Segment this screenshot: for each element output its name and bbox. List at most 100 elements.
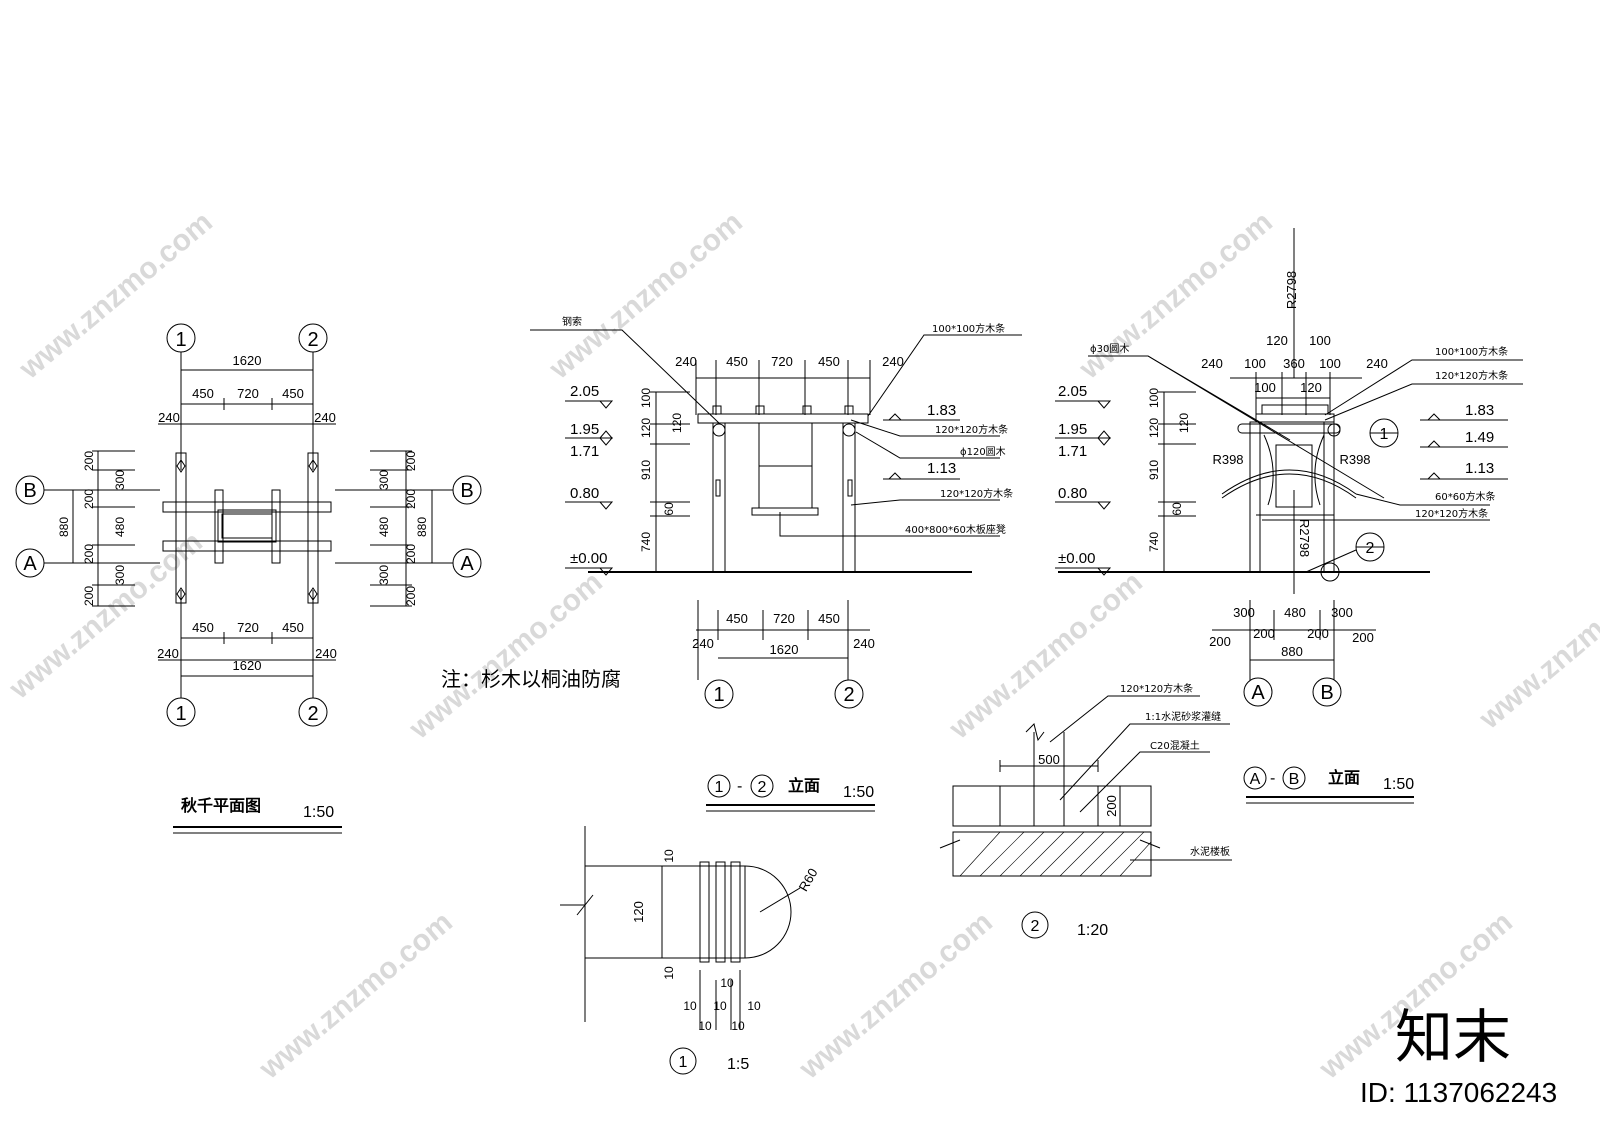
dim-text: 100 <box>1254 380 1276 395</box>
axis-label: 2 <box>307 329 318 351</box>
axis-marker-1 <box>704 679 734 709</box>
plan-view: 1 2 1 2 B A B A 1620 450 720 450 240 240… <box>15 323 482 834</box>
note-text: 注：杉木以桐油防腐 <box>441 667 621 691</box>
dim-text: 450 <box>282 386 304 401</box>
axis-label: A <box>460 553 474 575</box>
dim-text: 450 <box>818 354 840 369</box>
dim-text: 910 <box>639 460 653 480</box>
dim-text: 240 <box>692 636 714 651</box>
dim-text: 1620 <box>233 658 262 673</box>
dim-text: 240 <box>853 636 875 651</box>
dim-text: 300 <box>1233 605 1255 620</box>
watermark-text: www.znzmo.com <box>253 905 459 1086</box>
watermark-text: www.znzmo.com <box>1473 555 1600 736</box>
dim-text: 10 <box>662 966 676 980</box>
dim-text: 120 <box>1177 413 1191 433</box>
dim-text: 500 <box>1038 752 1060 767</box>
radius-text: R2798 <box>1284 271 1299 309</box>
level-text: 1.83 <box>1465 402 1494 419</box>
dim-text: 120 <box>631 901 646 923</box>
axis-label: B <box>23 480 36 502</box>
dim-text: 120 <box>1147 418 1161 438</box>
radius-text: R398 <box>1339 452 1370 467</box>
radius-text: R60 <box>796 866 821 894</box>
watermark-brand: 知末 <box>1395 1003 1511 1071</box>
dim-text: 720 <box>237 620 259 635</box>
callout-label: 120*120方木条 <box>1415 507 1488 520</box>
dim-text: 480 <box>113 517 127 537</box>
dim-text: 1620 <box>770 642 799 657</box>
watermark-id: ID: 1137062243 <box>1360 1077 1557 1108</box>
dim-text: 200 <box>404 586 418 606</box>
dim-text: 740 <box>1147 532 1161 552</box>
dim-text: 100 <box>1147 388 1161 408</box>
callout-label: 100*100方木条 <box>932 322 1005 335</box>
axis-label: 1 <box>713 684 724 706</box>
detail-scale: 1:5 <box>727 1056 749 1073</box>
dim-text: 10 <box>683 999 697 1013</box>
dim-text: 450 <box>726 354 748 369</box>
dim-text: 10 <box>747 999 761 1013</box>
dim-text: 450 <box>192 620 214 635</box>
callout-label: 60*60方木条 <box>1435 490 1495 503</box>
dim-text: 740 <box>639 532 653 552</box>
dim-text: 300 <box>113 470 127 490</box>
dim-text: 200 <box>1307 626 1329 641</box>
watermark-text: www.znzmo.com <box>13 205 219 386</box>
dim-text: 10 <box>731 1019 745 1033</box>
elevation-1-2: 2.05 1.95 1.71 0.80 ±0.00 100 120 120 91… <box>530 315 1022 812</box>
dim-text: 240 <box>315 646 337 661</box>
dim-text: 200 <box>82 586 96 606</box>
elevation-title: 立面 <box>788 776 820 795</box>
detail-num: 1 <box>679 1054 688 1071</box>
title-num: 2 <box>758 779 767 796</box>
level-text: 1.49 <box>1465 429 1494 446</box>
title-num: B <box>1289 771 1300 788</box>
dim-text: 1620 <box>233 353 262 368</box>
dim-text: 300 <box>113 565 127 585</box>
level-text: ±0.00 <box>570 550 607 567</box>
elevation-title: 立面 <box>1328 768 1360 787</box>
level-text: 1.71 <box>1058 443 1087 460</box>
level-text: 1.13 <box>927 460 956 477</box>
detail-1: R60 120 10 10 10 10 10 10 10 10 1 1:5 <box>560 826 821 1075</box>
dim-text: 100 <box>639 388 653 408</box>
dim-text: 240 <box>158 410 180 425</box>
swing-side-structure <box>1221 404 1357 573</box>
dim-text: 200 <box>82 544 96 564</box>
detail-scale: 1:20 <box>1077 922 1108 939</box>
dim-text: 880 <box>57 517 71 537</box>
dim-text: 300 <box>377 470 391 490</box>
dim-text: 10 <box>713 999 727 1013</box>
dim-text: 200 <box>404 451 418 471</box>
dim-text: 720 <box>773 611 795 626</box>
axis-marker-b <box>1312 677 1342 707</box>
callout-label: 400*800*60木板座凳 <box>905 523 1006 536</box>
title-dash: - <box>737 778 742 795</box>
axis-label: A <box>1251 682 1265 704</box>
callout-label: 120*120方木条 <box>940 487 1013 500</box>
dim-text: 60 <box>662 502 676 516</box>
callout-label: 钢索 <box>562 315 582 328</box>
level-text: 0.80 <box>1058 485 1087 502</box>
callout-label: 120*120方木条 <box>1120 682 1193 695</box>
callout-label: C20混凝土 <box>1150 739 1200 752</box>
dim-text: 450 <box>192 386 214 401</box>
detail-num: 2 <box>1031 918 1040 935</box>
dim-text: 200 <box>1352 630 1374 645</box>
dim-text: 10 <box>698 1019 712 1033</box>
elevation-a-b: R2798 120 100 240 100 360 100 240 100 12… <box>1055 228 1523 804</box>
dim-text: 240 <box>675 354 697 369</box>
dim-text: 200 <box>1253 626 1275 641</box>
dim-text: 880 <box>1281 644 1303 659</box>
axis-label: 2 <box>843 684 854 706</box>
dim-text: 120 <box>1266 333 1288 348</box>
level-text: 1.95 <box>1058 421 1087 438</box>
dim-text: 100 <box>1309 333 1331 348</box>
watermark-text: www.znzmo.com <box>543 205 749 386</box>
dim-text: 10 <box>662 849 676 863</box>
dim-text: 240 <box>882 354 904 369</box>
level-text: 1.13 <box>1465 460 1494 477</box>
dim-text: 200 <box>404 544 418 564</box>
level-text: 1.95 <box>570 421 599 438</box>
